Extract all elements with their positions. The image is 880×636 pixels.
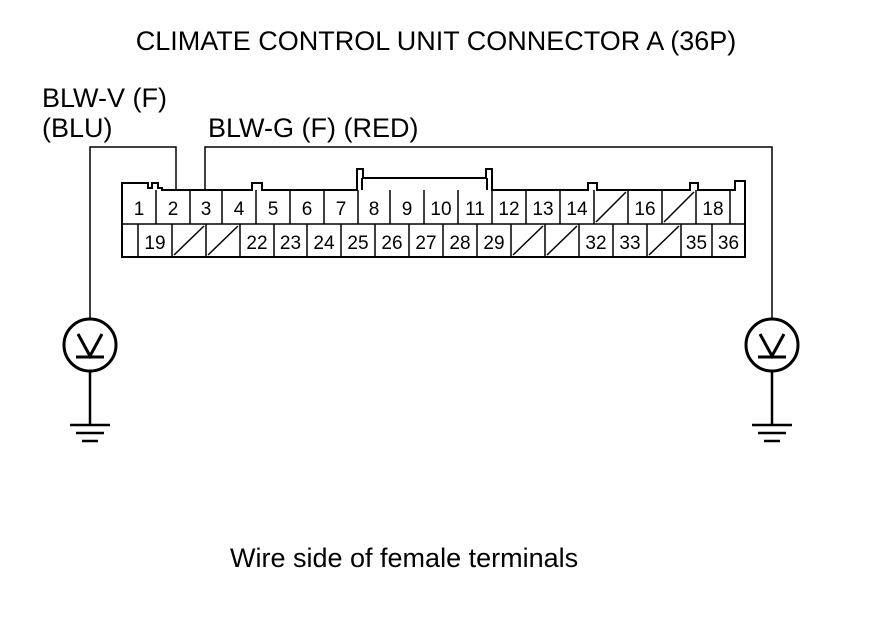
unused-cavity xyxy=(173,225,205,256)
wire-left-color: (BLU) xyxy=(42,113,113,143)
wire-right-name: BLW-G (F) (RED) xyxy=(208,113,418,143)
terminal-32: 32 xyxy=(585,233,606,254)
terminal-1: 1 xyxy=(134,199,145,220)
terminal-13: 13 xyxy=(532,199,553,220)
terminal-22: 22 xyxy=(246,233,267,254)
terminal-26: 26 xyxy=(381,233,402,254)
terminal-14: 14 xyxy=(566,199,588,220)
terminal-5: 5 xyxy=(268,199,279,220)
diagram-title: CLIMATE CONTROL UNIT CONNECTOR A (36P) xyxy=(136,26,737,56)
terminal-12: 12 xyxy=(498,199,519,220)
terminal-28: 28 xyxy=(449,233,470,254)
unused-cavity xyxy=(648,225,680,256)
ground-right-icon xyxy=(752,371,792,443)
terminal-23: 23 xyxy=(280,233,301,254)
wire-left-name: BLW-V (F) xyxy=(42,83,167,113)
terminal-18: 18 xyxy=(702,199,723,220)
terminal-10: 10 xyxy=(430,199,451,220)
unused-cavity xyxy=(207,225,239,256)
unused-cavity xyxy=(595,191,627,223)
terminal-2: 2 xyxy=(168,199,179,220)
voltmeter-left-icon xyxy=(62,317,118,373)
terminal-8: 8 xyxy=(369,199,380,220)
diagram-caption: Wire side of female terminals xyxy=(230,543,578,573)
terminal-3: 3 xyxy=(201,199,212,220)
terminal-36: 36 xyxy=(718,233,739,254)
voltmeter-right-icon xyxy=(744,317,800,373)
terminal-33: 33 xyxy=(619,233,640,254)
terminal-16: 16 xyxy=(634,199,655,220)
terminal-9: 9 xyxy=(402,199,413,220)
unused-cavity xyxy=(663,191,695,223)
terminal-27: 27 xyxy=(415,233,436,254)
wire-blw-g xyxy=(204,146,773,320)
terminal-25: 25 xyxy=(347,233,368,254)
ground-left-icon xyxy=(70,371,110,443)
terminal-4: 4 xyxy=(234,199,245,220)
unused-cavity xyxy=(546,225,578,256)
terminal-24: 24 xyxy=(313,233,335,254)
terminal-19: 19 xyxy=(144,233,165,254)
terminal-29: 29 xyxy=(483,233,504,254)
terminal-11: 11 xyxy=(465,199,485,220)
terminal-6: 6 xyxy=(302,199,313,220)
terminal-35: 35 xyxy=(686,233,707,254)
wire-blw-v xyxy=(89,146,177,322)
unused-cavity xyxy=(512,225,544,256)
terminal-7: 7 xyxy=(336,199,347,220)
connector-housing xyxy=(121,168,746,258)
terminal-grid xyxy=(122,190,745,257)
